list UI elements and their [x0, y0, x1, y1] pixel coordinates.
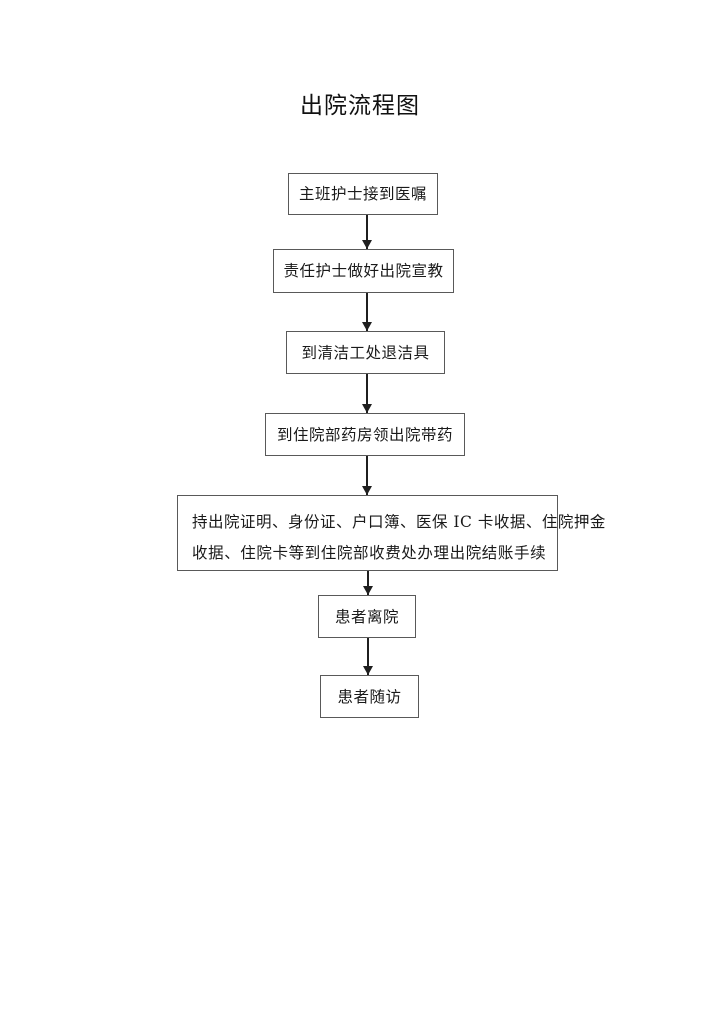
arrow-stem	[366, 293, 368, 331]
flow-node-label-line-2: 收据、住院卡等到住院部收费处办理出院结账手续	[192, 544, 547, 562]
arrow-head-icon	[361, 404, 372, 413]
flow-node-receive-doctor-order[interactable]: 主班护士接到医嘱	[288, 173, 438, 215]
arrow-stem	[367, 638, 369, 675]
flow-node-label: 到清洁工处退洁具	[301, 343, 430, 362]
arrow-stem	[366, 374, 368, 413]
flow-node-collect-discharge-medication[interactable]: 到住院部药房领出院带药	[265, 413, 465, 456]
flow-node-label: 患者随访	[337, 687, 402, 706]
flow-node-settle-discharge-account[interactable]: 持出院证明、身份证、户口簿、医保 IC 卡收据、住院押金 收据、住院卡等到住院部…	[177, 495, 606, 571]
arrow-head-icon	[361, 240, 372, 249]
page-title: 出院流程图	[300, 93, 420, 119]
flow-node-patient-leaves-hospital[interactable]: 患者离院	[318, 595, 416, 638]
arrow-stem	[366, 215, 368, 249]
arrow-head-icon	[361, 486, 372, 495]
flow-node-label: 患者离院	[334, 607, 399, 626]
flow-node-patient-follow-up[interactable]: 患者随访	[320, 675, 419, 718]
arrow-stem	[366, 456, 368, 495]
flow-node-label: 到住院部药房领出院带药	[276, 425, 453, 444]
flow-node-label: 主班护士接到医嘱	[298, 185, 427, 203]
arrow-head-icon	[362, 666, 373, 675]
arrow-head-icon	[362, 586, 373, 595]
flow-node-label: 责任护士做好出院宣教	[283, 262, 444, 280]
flow-node-label-line-1: 持出院证明、身份证、户口簿、医保 IC 卡收据、住院押金	[192, 513, 606, 531]
flow-node-discharge-education[interactable]: 责任护士做好出院宣教	[273, 249, 454, 293]
arrow-head-icon	[361, 322, 372, 331]
flow-node-return-cleaning-supplies[interactable]: 到清洁工处退洁具	[286, 331, 445, 374]
